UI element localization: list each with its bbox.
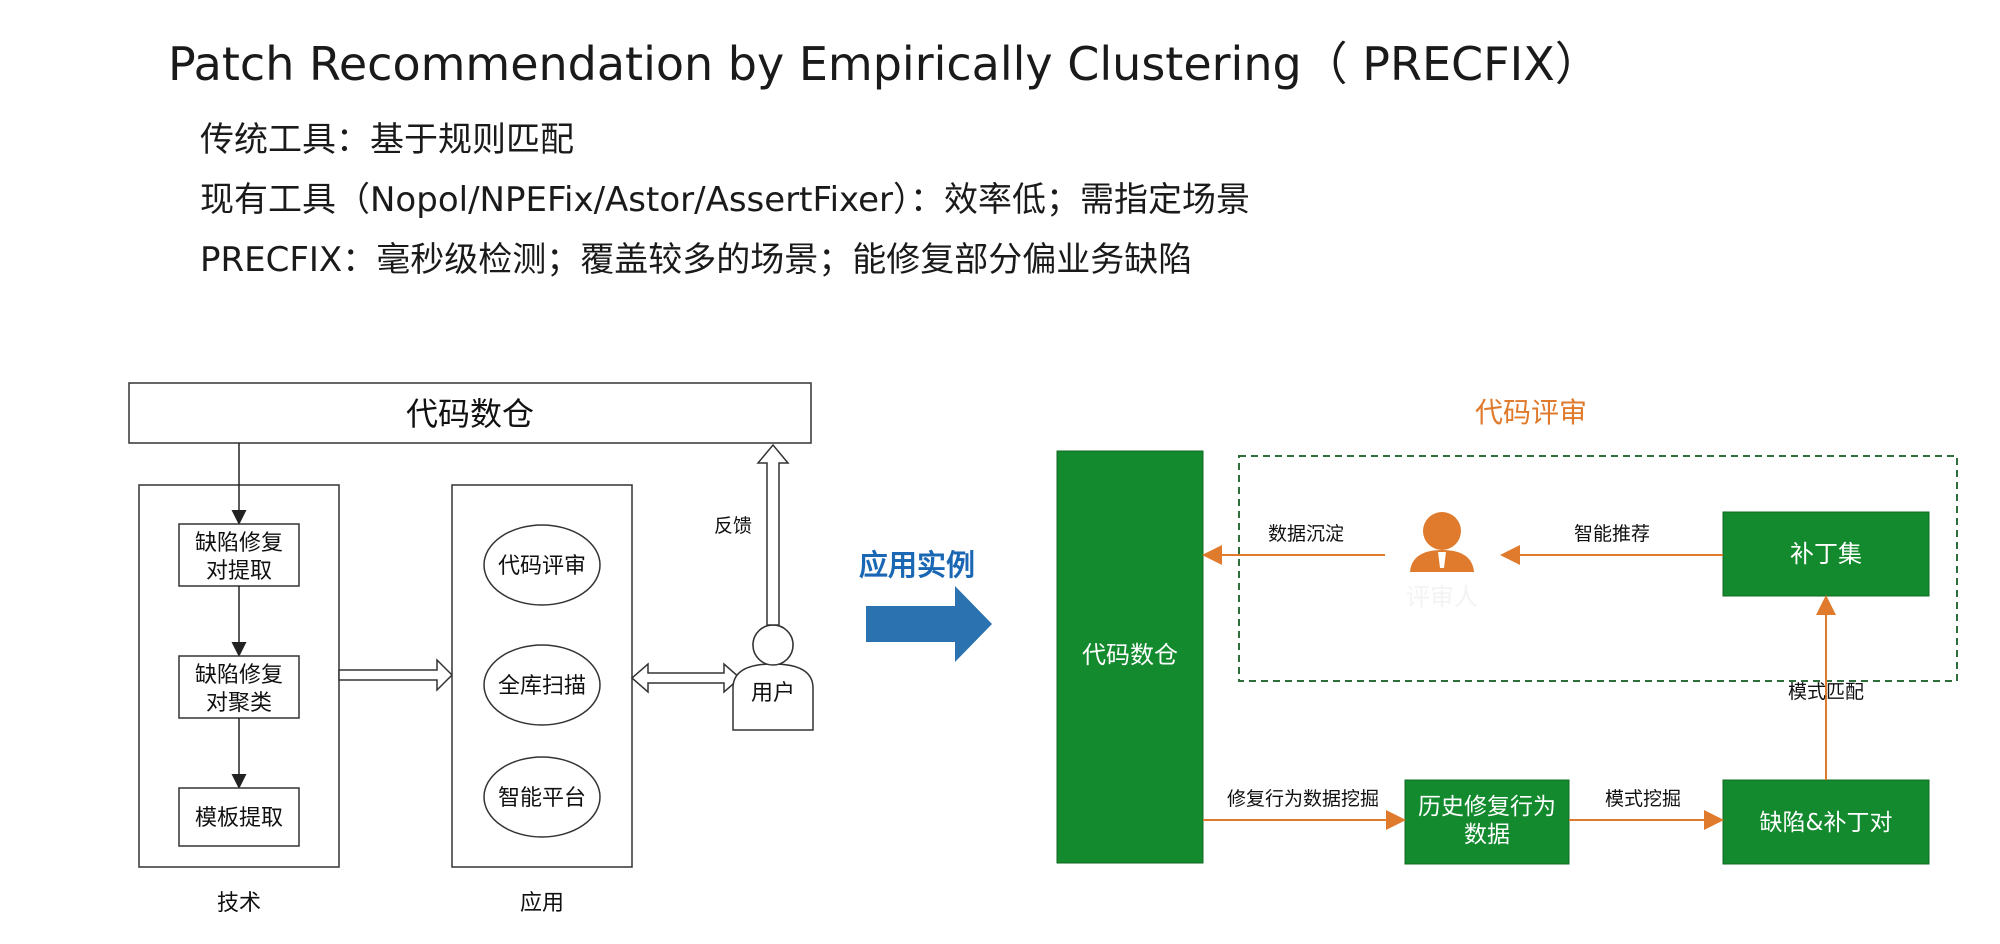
app-smart-platform-ellipse <box>483 756 601 838</box>
step-cluster-box <box>178 655 300 719</box>
patch-set-label: 补丁集 <box>1790 540 1862 568</box>
edge-data-settle-label: 数据沉淀 <box>1268 523 1344 545</box>
defect-patch-pair-box <box>1722 779 1930 865</box>
step-template-box <box>178 787 300 847</box>
app-code-review-ellipse <box>483 524 601 606</box>
middle-arrow-group: 应用实例 <box>859 548 992 662</box>
right-arrow-icon <box>866 586 992 662</box>
step-cluster-label: 缺陷修复对聚类 <box>195 663 283 716</box>
reviewer-label: 评审人 <box>1406 583 1478 611</box>
code-review-title: 代码评审 <box>1475 396 1587 429</box>
right-warehouse-label: 代码数仓 <box>1082 641 1178 669</box>
app-code-review-label: 代码评审 <box>498 554 586 579</box>
middle-arrow-label: 应用实例 <box>859 548 975 582</box>
page-title: Patch Recommendation by Empirically Clus… <box>168 37 1601 91</box>
edge-pattern-match-label: 模式匹配 <box>1788 681 1864 703</box>
step-extract-box <box>178 523 300 587</box>
reviewer-icon <box>1410 512 1474 572</box>
patch-set-box <box>1722 511 1930 597</box>
code-review-dashed-area <box>1238 455 1958 682</box>
bullet-existing-tools: 现有工具（Nopol/NPEFix/Astor/AssertFixer）：效率低… <box>200 180 1250 220</box>
step-extract-label: 缺陷修复对提取 <box>195 531 283 584</box>
app-label: 应用 <box>520 891 564 916</box>
app-full-scan-label: 全库扫描 <box>498 674 586 699</box>
edge-repair-mining-label: 修复行为数据挖掘 <box>1227 788 1379 810</box>
right-diagram: 代码评审 代码数仓 补丁集 评审人 数据沉淀 智能推荐 历史修复行为数据 缺陷&… <box>1056 396 1958 865</box>
bullet-traditional-tools: 传统工具：基于规则匹配 <box>200 120 574 160</box>
app-smart-platform-label: 智能平台 <box>498 786 586 811</box>
history-data-box <box>1404 779 1570 865</box>
user-label: 用户 <box>751 681 795 706</box>
right-warehouse-box <box>1056 450 1204 864</box>
feedback-label: 反馈 <box>714 515 752 537</box>
defect-patch-pair-label: 缺陷&补丁对 <box>1760 810 1893 836</box>
tech-label: 技术 <box>217 891 261 916</box>
app-full-scan-ellipse <box>483 644 601 726</box>
left-diagram: 代码数仓 缺陷修复对提取 缺陷修复对聚类 模板提取 技术 代码评审 全库扫描 智… <box>128 382 814 916</box>
arrow-tech-to-app <box>338 658 454 692</box>
edge-pattern-mining-label: 模式挖掘 <box>1605 788 1681 810</box>
history-data-label: 历史修复行为数据 <box>1418 794 1556 848</box>
step-template-label: 模板提取 <box>195 806 283 831</box>
bullet-precfix: PRECFIX：毫秒级检测；覆盖较多的场景；能修复部分偏业务缺陷 <box>200 240 1193 280</box>
warehouse-label: 代码数仓 <box>406 395 534 433</box>
arrow-app-user <box>630 662 742 694</box>
edge-smart-recommend-label: 智能推荐 <box>1574 523 1650 545</box>
feedback-arrow <box>756 443 790 626</box>
warehouse-box <box>128 382 812 444</box>
